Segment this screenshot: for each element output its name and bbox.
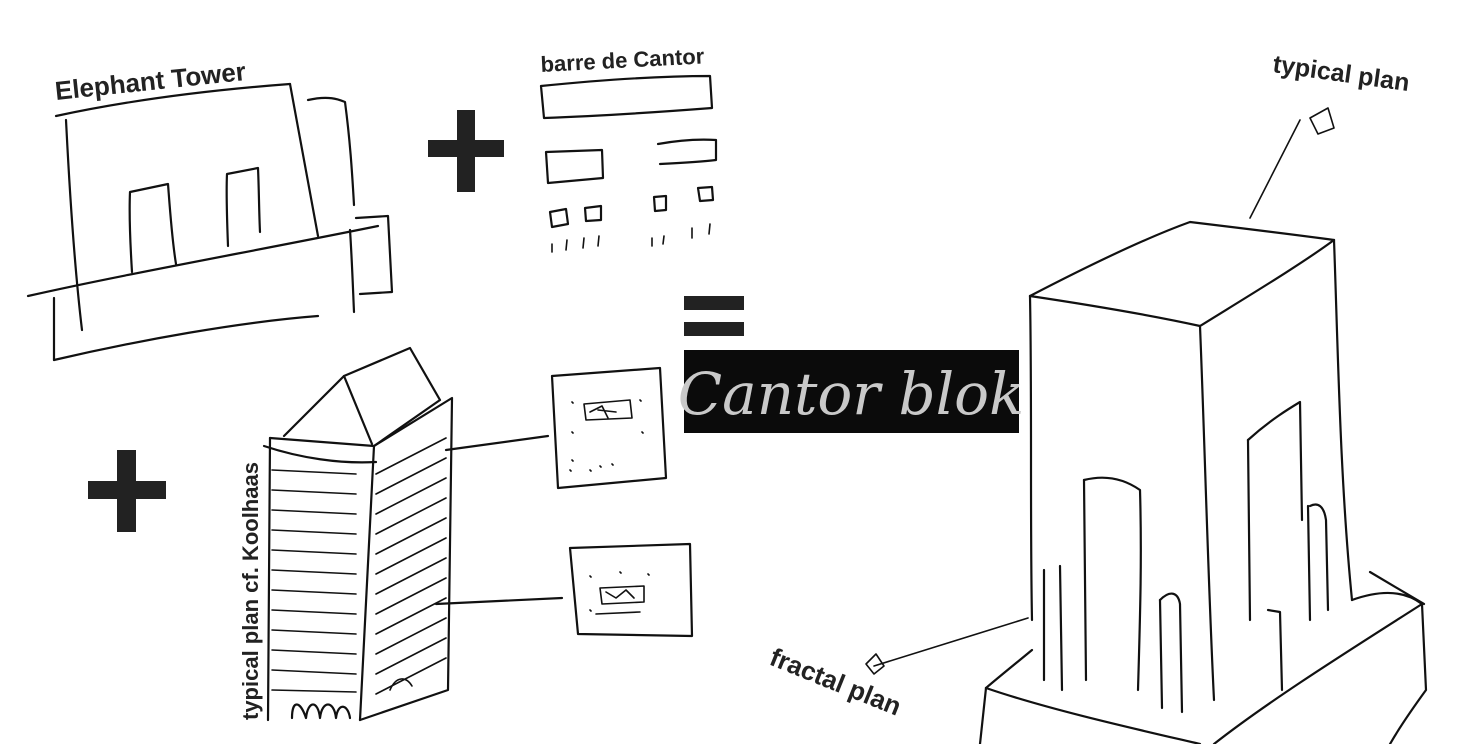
fractal-plan-label: fractal plan <box>766 642 906 722</box>
cantor-blok-text: Cantor blok <box>678 360 1024 428</box>
plan-square-upper <box>550 366 668 490</box>
plan-square-lower <box>568 542 694 638</box>
plus-sign-bottom <box>88 450 166 532</box>
cantor-blok-title: Cantor blok <box>678 350 1024 433</box>
barre-de-cantor-label: barre de Cantor <box>540 43 705 77</box>
koolhaas-tower-sketch <box>262 346 564 722</box>
typical-plan-koolhaas-label: typical plan cf. Koolhaas <box>238 462 263 720</box>
typical-plan-label: typical plan <box>1271 50 1411 97</box>
plus-sign-top <box>428 110 504 192</box>
equals-sign <box>684 296 744 336</box>
cantor-bar-sketch <box>539 74 718 253</box>
elephant-tower-sketch <box>26 82 394 362</box>
cantor-blok-tower <box>865 107 1428 744</box>
